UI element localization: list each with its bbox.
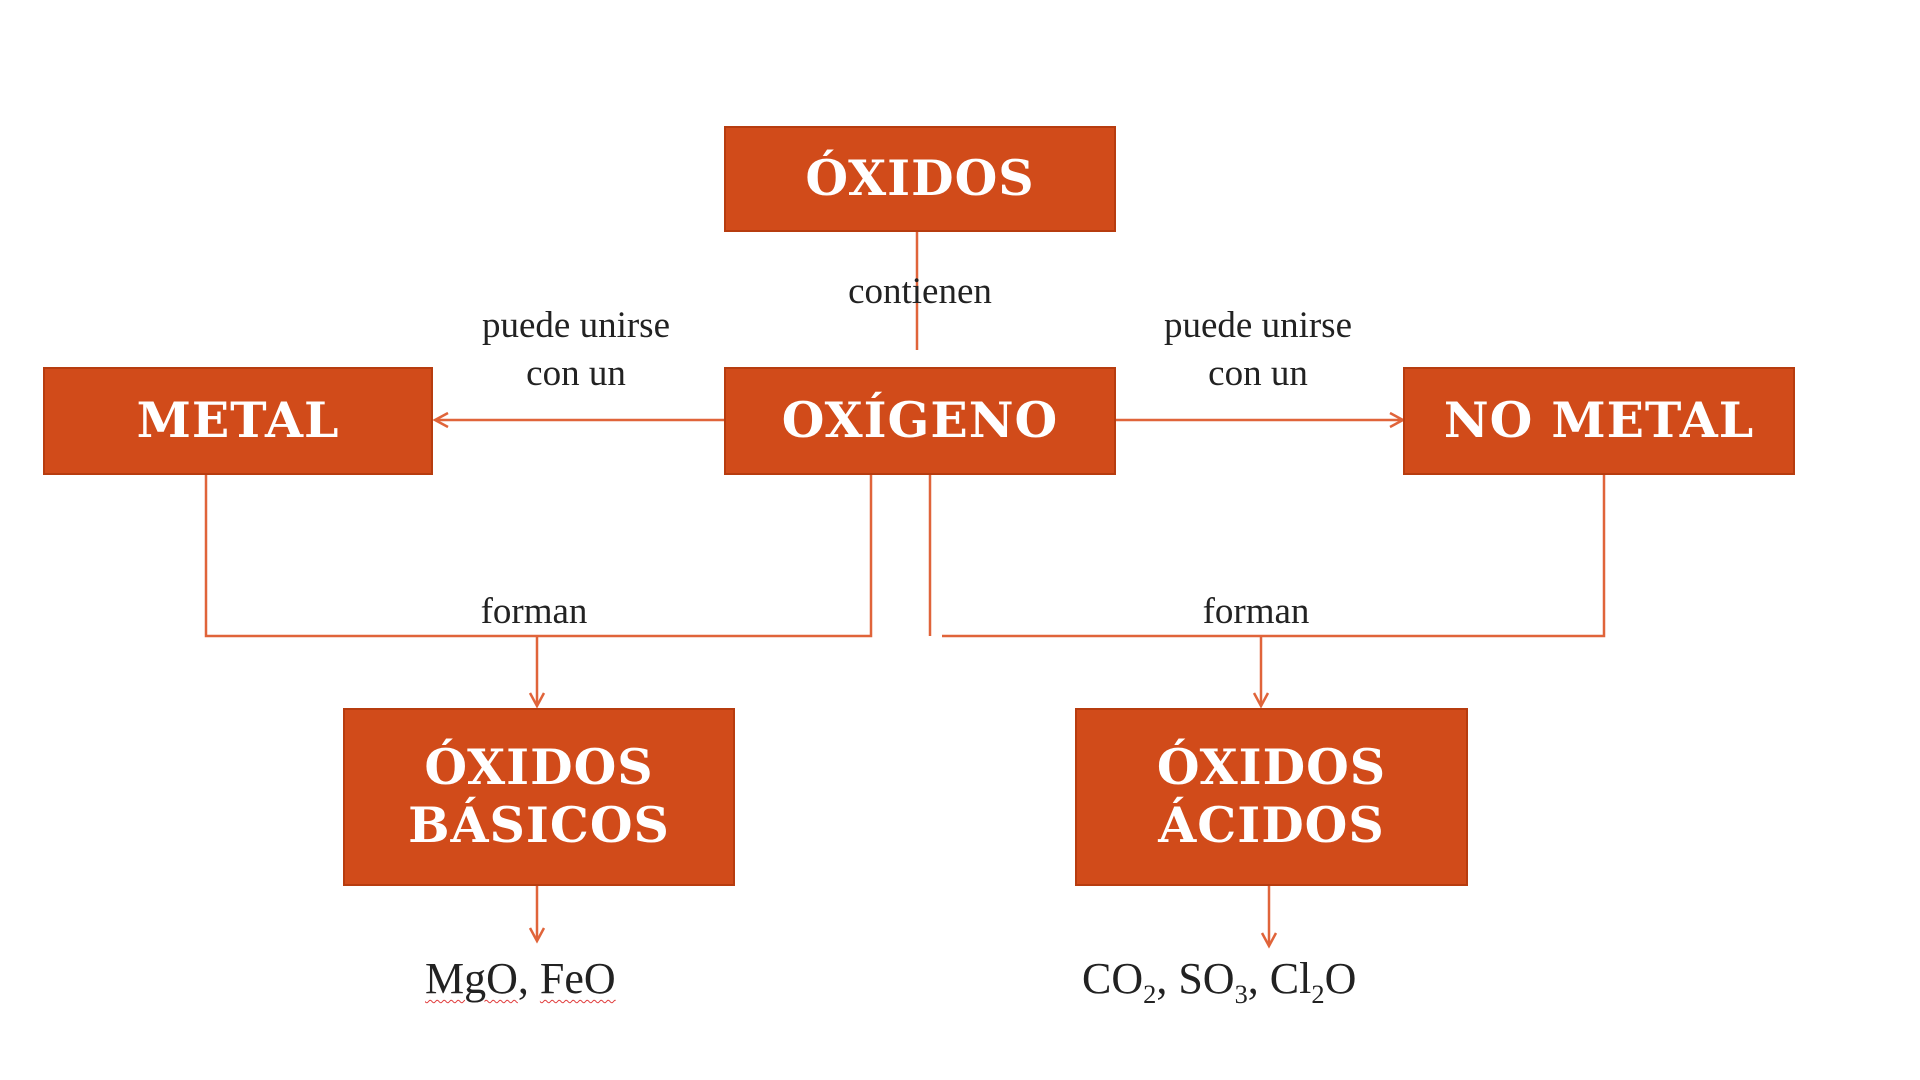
edge-label-forman-left-text: forman [480,591,588,632]
example-so3-base: SO [1178,954,1235,1003]
node-no-metal-label: NO METAL [1443,391,1755,450]
edge-label-right-union: puede unirse con un [1118,302,1398,398]
node-metal: METAL [43,367,433,475]
edge-label-left-union-line1: puede unirse [481,305,671,346]
node-oxidos-label: ÓXIDOS [805,149,1035,208]
edge-label-forman-right: forman [1156,588,1356,636]
edge-label-left-union: puede unirse con un [436,302,716,398]
node-metal-label: METAL [136,391,340,450]
node-oxidos-acidos-line1: ÓXIDOS [1156,738,1387,797]
node-oxidos-acidos-line2: ÁCIDOS [1158,796,1385,854]
edge-label-contienen: contienen [820,268,1020,316]
examples-acid-oxides: CO2, SO3, Cl2O [1082,953,1356,1010]
node-oxigeno: OXÍGENO [724,367,1116,475]
node-oxidos-basicos-line2: BÁSICOS [408,796,670,854]
example-cl2o-tail: O [1324,954,1357,1003]
node-oxigeno-label: OXÍGENO [781,391,1059,450]
node-oxidos: ÓXIDOS [724,126,1116,232]
example-mgo: MgO [425,954,518,1003]
example-separator-1: , [1156,954,1179,1003]
node-oxidos-acidos: ÓXIDOS ÁCIDOS [1075,708,1468,886]
edge-label-right-union-line2: con un [1208,353,1308,395]
example-cl2o-base: Cl [1269,954,1312,1003]
example-so3-subscript: 3 [1234,978,1248,1009]
example-separator: , [517,954,540,1003]
example-co2-subscript: 2 [1143,978,1157,1009]
node-oxidos-basicos-line1: ÓXIDOS [424,738,654,797]
edge-label-forman-right-text: forman [1202,591,1310,632]
example-separator-2: , [1247,954,1270,1003]
examples-basic-oxides: MgO, FeO [425,953,616,1004]
example-co2-base: CO [1082,954,1144,1003]
example-co2: CO2 [1082,954,1156,1009]
edge-label-right-union-line1: puede unirse [1163,305,1353,346]
example-so3: SO3 [1178,954,1247,1009]
example-cl2o-subscript: 2 [1311,978,1325,1009]
example-cl2o: Cl2O [1269,954,1357,1009]
bracket-right [942,475,1606,638]
edge-label-forman-left: forman [434,588,634,636]
node-no-metal: NO METAL [1403,367,1795,475]
example-feo: FeO [539,954,616,1003]
node-oxidos-basicos: ÓXIDOS BÁSICOS [343,708,735,886]
edge-label-contienen-text: contienen [848,271,992,312]
edge-label-left-union-line2: con un [526,353,626,395]
bracket-left [204,475,873,638]
